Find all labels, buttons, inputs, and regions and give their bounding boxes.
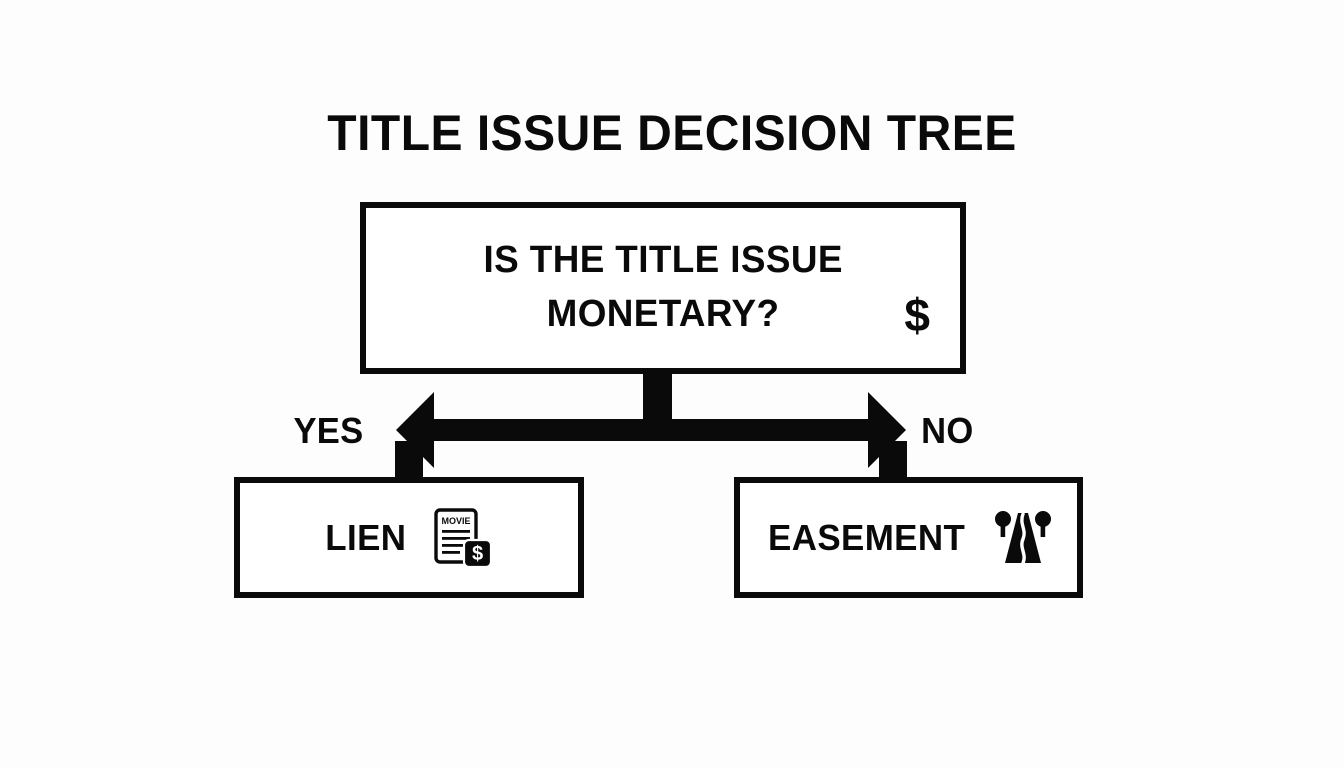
easement-node-content: EASEMENT — [765, 508, 1052, 568]
road-center-line — [1020, 511, 1026, 565]
road-with-trees-icon — [995, 510, 1052, 565]
tree-right-canopy — [1035, 510, 1052, 527]
arrow-drop-right — [879, 441, 907, 479]
document-text-line — [441, 536, 470, 540]
page-title: TITLE ISSUE DECISION TREE — [327, 105, 1017, 161]
branch-label-yes: YES — [293, 410, 364, 451]
arrow-stem — [643, 371, 672, 420]
document-text-line — [441, 550, 460, 554]
root-question-line-2: MONETARY? — [546, 293, 780, 335]
leaf-node-easement[interactable]: EASEMENT — [734, 477, 1083, 598]
root-node-content: IS THE TITLE ISSUE MONETARY? $ — [366, 208, 960, 368]
document-header-text: MOVIE — [441, 516, 470, 526]
root-decision-node[interactable]: IS THE TITLE ISSUE MONETARY? $ — [360, 202, 966, 374]
root-question-line-1: IS THE TITLE ISSUE — [483, 239, 843, 282]
document-text-line — [441, 529, 470, 533]
tree-left-trunk — [1000, 522, 1006, 537]
document-text-line — [441, 543, 470, 547]
arrow-double-headed — [396, 392, 906, 468]
leaf-label-easement: EASEMENT — [767, 516, 966, 558]
arrow-drop-left — [395, 441, 423, 479]
invoice-document-dollar-icon: MOVIE $ — [434, 507, 492, 568]
leaf-label-lien: LIEN — [325, 516, 407, 558]
dollar-sign-icon: $ — [904, 288, 930, 341]
tree-right-trunk — [1040, 522, 1046, 537]
leaf-node-lien[interactable]: LIEN MOVIE $ — [234, 477, 584, 598]
lien-node-content: LIEN MOVIE $ — [324, 506, 494, 570]
dollar-badge — [462, 538, 492, 568]
branch-label-no: NO — [921, 410, 974, 451]
dollar-badge-glyph: $ — [472, 543, 483, 565]
tree-left-canopy — [995, 510, 1012, 527]
root-question-line-2-row: MONETARY? $ — [366, 288, 960, 342]
